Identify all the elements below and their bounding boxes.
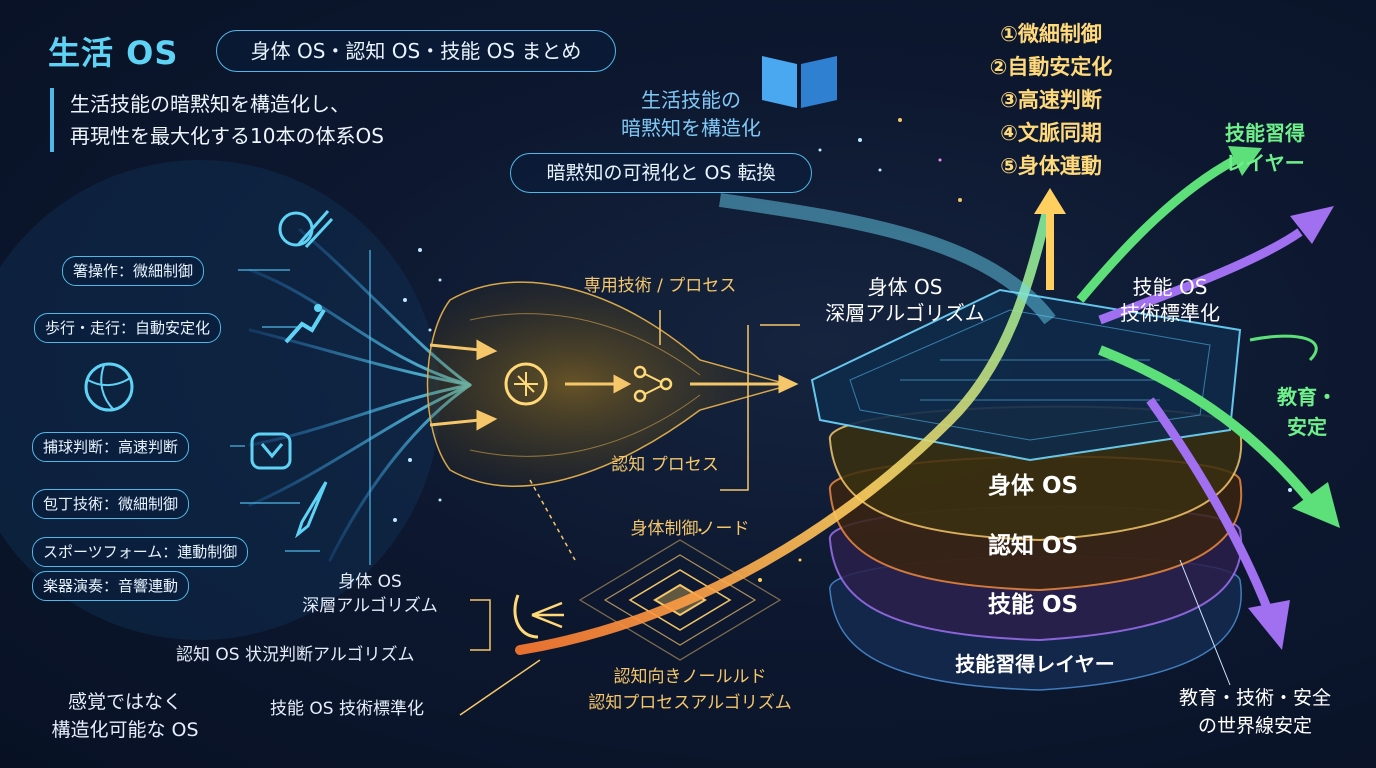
- skill-layer-line: レイヤー: [1225, 151, 1305, 175]
- education-label: 教育・ 安定: [1262, 382, 1352, 442]
- ball-icon: [84, 362, 134, 412]
- layer-cognitive-os: 認知 OS: [987, 533, 1079, 559]
- left-item-catching: 捕球判断：高速判断: [32, 432, 190, 462]
- structuring-label: 生活技能の 暗黙知を構造化: [596, 86, 786, 142]
- left-item-knife: 包丁技術：微細制御: [32, 489, 190, 519]
- manifold-line: 認知プロセスアルゴリズム: [588, 693, 792, 713]
- world-line-label: 教育・技術・安全 の世界線安定: [1150, 684, 1360, 740]
- network-node-icon: [633, 365, 673, 403]
- funnel-arrows: [429, 339, 799, 431]
- list-item: ③高速判断: [1000, 88, 1102, 112]
- os-layer-stack: [810, 288, 1243, 691]
- rising-stream: [515, 195, 1055, 655]
- layer-skill-acquisition: 技能習得レイヤー: [955, 652, 1115, 676]
- dedicated-label: 専用技術 / プロセス: [583, 276, 737, 296]
- tagline-line: 再現性を最大化する10本の体系OS: [70, 124, 384, 148]
- list-item: ⑤身体連動: [1000, 154, 1102, 178]
- body-os-line: 身体 OS: [338, 572, 402, 592]
- connector-lines: [459, 310, 800, 716]
- world-line-line: 教育・技術・安全: [1178, 687, 1331, 709]
- footer-note: 感覚ではなく 構造化可能な OS: [30, 688, 220, 744]
- body-os-line: 深層アルゴリズム: [302, 596, 438, 616]
- left-cognitive-os: 認知 OS 状況判断アルゴリズム: [176, 645, 415, 665]
- book-icon: [762, 56, 837, 108]
- stack-skill-os: 技能 OS 技術標準化: [1100, 274, 1240, 326]
- runner-icon: [284, 304, 326, 344]
- body-control-node-label: 身体制御ノード: [630, 519, 750, 539]
- footer-line: 感覚ではなく: [67, 691, 182, 713]
- knife-icon: [295, 481, 328, 538]
- left-item-sports-form: スポーツフォーム：連動制御: [32, 537, 249, 567]
- left-item-chopsticks: 箸操作：微細制御: [62, 256, 205, 286]
- conversion-pill: 暗黙知の可視化と OS 転換: [510, 153, 812, 193]
- stack-skill-os-line: 技能 OS: [1132, 275, 1208, 299]
- chopsticks-icon: [278, 210, 334, 249]
- top-inflow: [719, 193, 1056, 325]
- tagline: 生活技能の暗黙知を構造化し、 再現性を最大化する10本の体系OS: [50, 88, 470, 152]
- education-line: 教育・: [1277, 385, 1337, 409]
- catch-icon: [250, 432, 292, 470]
- output-arrows: [1034, 146, 1340, 686]
- layer-skill-os: 技能 OS: [987, 592, 1079, 618]
- world-line-line: の世界線安定: [1197, 715, 1312, 737]
- left-item-instrument: 楽器演奏：音響連動: [32, 571, 190, 601]
- left-glow: [0, 160, 440, 640]
- list-item: ④文脈同期: [1000, 121, 1102, 145]
- list-item: ②自動安定化: [989, 55, 1113, 79]
- education-line: 安定: [1287, 415, 1327, 439]
- left-item-walking: 歩行・走行：自動安定化: [34, 313, 222, 343]
- manifold-label: 認知向きノールルド 認知プロセスアルゴリズム: [560, 664, 820, 716]
- list-item: ①微細制御: [1000, 22, 1102, 46]
- cognitive-process-label: 認知 プロセス: [611, 455, 719, 475]
- tagline-line: 生活技能の暗黙知を構造化し、: [70, 92, 350, 116]
- left-body-os: 身体 OS 深層アルゴリズム: [290, 570, 450, 618]
- left-leaders: [230, 250, 371, 565]
- structuring-line: 暗黙知を構造化: [621, 116, 761, 140]
- footer-line: 構造化可能な OS: [51, 719, 199, 741]
- layer-body-os: 身体 OS: [987, 473, 1079, 499]
- brain-circuit-icon: [504, 362, 548, 406]
- subtitle-pill: 身体 OS・認知 OS・技能 OS まとめ: [216, 30, 616, 72]
- page-title: 生活 OS: [48, 34, 179, 72]
- stack-body-os-line: 身体 OS: [867, 275, 943, 299]
- skill-layer-line: 技能習得: [1225, 121, 1305, 145]
- hand-icon: [513, 594, 564, 639]
- left-skill-os: 技能 OS 技術標準化: [270, 699, 424, 719]
- stack-body-os-line: 深層アルゴリズム: [825, 301, 985, 325]
- particles: [393, 118, 1292, 582]
- stack-skill-os-line: 技術標準化: [1120, 301, 1220, 325]
- manifold-line: 認知向きノールルド: [613, 667, 767, 687]
- stack-body-os: 身体 OS 深層アルゴリズム: [800, 274, 1010, 326]
- numbered-list: ①微細制御 ②自動安定化 ③高速判断 ④文脈同期 ⑤身体連動: [966, 18, 1136, 183]
- skill-layer-label: 技能習得 レイヤー: [1205, 118, 1325, 178]
- structuring-line: 生活技能の: [641, 88, 741, 112]
